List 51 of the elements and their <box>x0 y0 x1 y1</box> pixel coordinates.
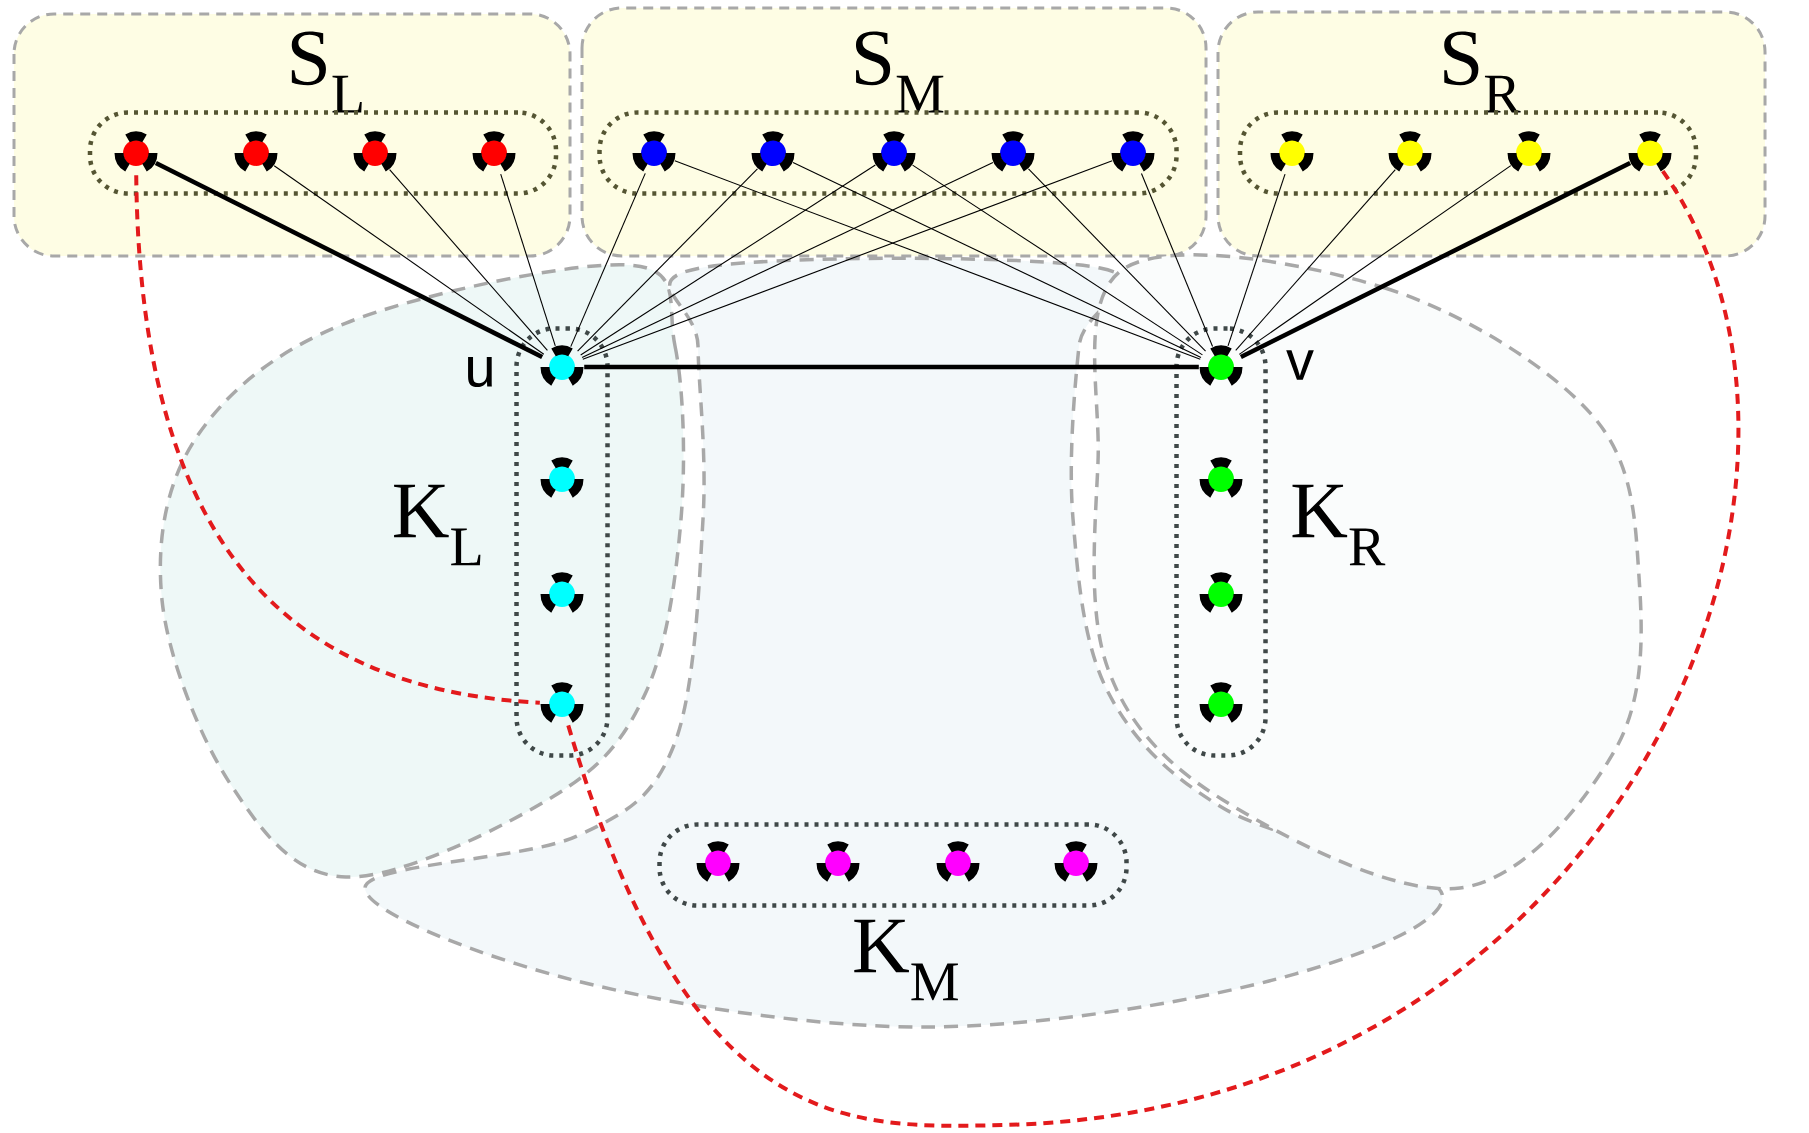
vertex <box>540 457 584 499</box>
vertex <box>1054 841 1098 883</box>
vertex <box>1111 131 1155 173</box>
vertex <box>472 131 516 173</box>
vertex <box>696 841 740 883</box>
vertex-label: v <box>1286 350 1314 380</box>
dashed-curve <box>566 170 1740 1128</box>
vertex <box>540 682 584 724</box>
edge-line <box>584 364 1199 370</box>
vertex <box>632 131 676 173</box>
vertex <box>1507 131 1551 173</box>
vertex <box>1199 457 1243 499</box>
edge-line <box>1238 165 1512 355</box>
vertex <box>114 131 158 173</box>
edge-line <box>1227 173 1286 347</box>
edge-line <box>792 162 1202 358</box>
set-region: S$_{M}$ <box>580 6 1208 258</box>
vertex <box>872 131 916 173</box>
edge-line <box>1239 160 1632 360</box>
edge-line <box>582 160 1113 360</box>
vertex <box>1270 131 1314 173</box>
edge-line <box>912 164 1203 356</box>
vertex <box>234 131 278 173</box>
vertex <box>1388 131 1432 173</box>
edge-line <box>154 160 544 360</box>
vertex <box>540 345 584 387</box>
edge-line <box>500 173 556 347</box>
vertex <box>751 131 795 173</box>
edge-line <box>1027 168 1207 352</box>
edge-line <box>581 161 994 359</box>
dotted-group <box>1174 326 1268 758</box>
edge-line <box>577 168 758 352</box>
edge-line <box>674 160 1201 360</box>
edge-line <box>1140 173 1214 348</box>
vertex-label: u <box>468 356 492 388</box>
dashed-curve <box>134 175 541 705</box>
vertex <box>353 131 397 173</box>
vertex <box>1628 131 1672 173</box>
vertex <box>540 572 584 614</box>
dotted-group <box>657 822 1129 908</box>
vertex <box>936 841 980 883</box>
vertex <box>991 131 1035 173</box>
vertex <box>1199 345 1243 387</box>
vertex <box>1199 682 1243 724</box>
vertex <box>816 841 860 883</box>
edge-line <box>570 172 646 348</box>
dotted-group <box>514 326 610 758</box>
edge-line <box>580 164 876 356</box>
vertex <box>1199 572 1243 614</box>
edge-line <box>273 165 545 355</box>
set-region: S$_{R}$ <box>1216 10 1767 258</box>
